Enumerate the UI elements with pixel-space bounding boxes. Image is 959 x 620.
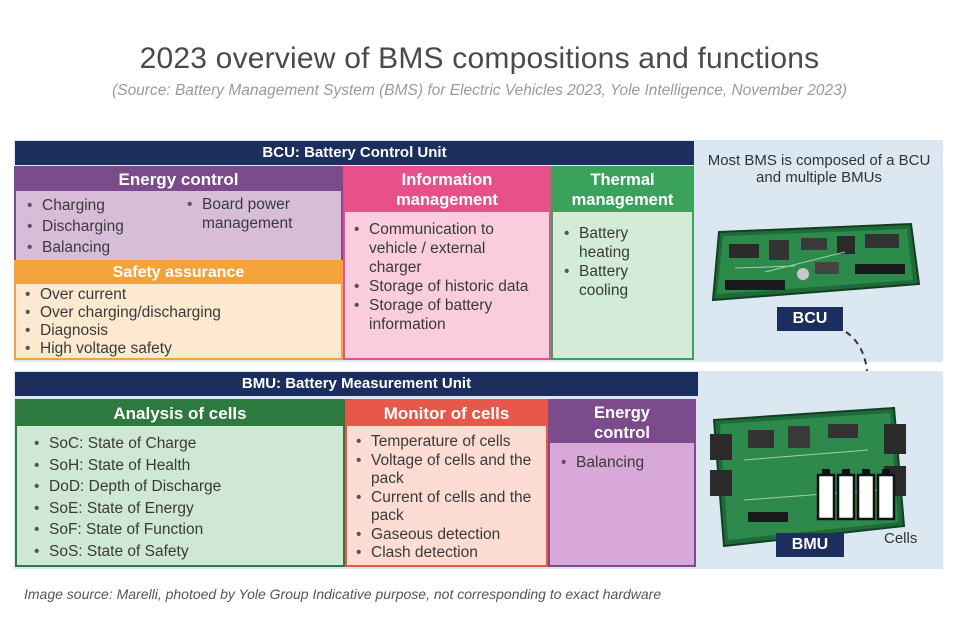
bmu-tag: BMU [776,533,844,557]
list-item: Over charging/discharging [22,304,335,322]
list-item: SoH: State of Health [31,455,337,477]
image-source-footer: Image source: Marelli, photoed by Yole G… [24,586,662,602]
bcu-thermal-management-list: Battery heating Battery cooling [553,212,663,300]
list-item: High voltage safety [22,340,335,358]
bcu-energy-control-title: Energy control [16,168,341,191]
list-item: Clash detection [353,544,542,563]
list-item: Discharging [24,216,184,237]
bcu-safety-assurance-box: Safety assurance Over current Over charg… [14,260,343,360]
list-item: Gaseous detection [353,526,542,545]
battery-cells-icon [816,469,896,521]
bmu-analysis-of-cells-box: Analysis of cells SoC: State of Charge S… [15,399,345,567]
list-item: Current of cells and the pack [353,489,542,526]
list-item: Storage of historic data [351,277,541,296]
bmu-energy-control-list: Balancing [550,443,694,472]
bcu-safety-assurance-title: Safety assurance [16,262,341,284]
bcu-energy-control-list-left: Charging Discharging Balancing [24,195,184,258]
bcu-information-management-box: Information management Communication to … [343,166,551,360]
list-item: DoD: Depth of Discharge [31,476,337,498]
bcu-energy-control-box: Energy control Charging Discharging Bala… [14,166,343,262]
bmu-analysis-of-cells-title: Analysis of cells [17,401,343,426]
bcu-thermal-management-box: Thermal management Battery heating Batte… [551,166,694,360]
list-item: Communication to vehicle / external char… [351,220,541,277]
page-title: 2023 overview of BMS compositions and fu… [139,42,820,75]
bcu-thermal-management-title: Thermal management [553,168,692,212]
page-subtitle: (Source: Battery Management System (BMS)… [112,82,847,99]
list-item: SoC: State of Charge [31,433,337,455]
list-item: Battery cooling [561,262,659,300]
bcu-energy-control-list-right: Board power management [184,195,324,258]
bmu-analysis-of-cells-list: SoC: State of Charge SoH: State of Healt… [17,426,343,562]
bcu-board-image [711,222,921,302]
cells-label: Cells [884,530,918,547]
list-item: Diagnosis [22,322,335,340]
bmu-energy-control-box: Energy control Balancing [548,399,696,567]
bcu-bar: BCU: Battery Control Unit [15,141,694,165]
bcu-information-management-title: Information management [345,168,549,212]
bmu-monitor-of-cells-box: Monitor of cells Temperature of cells Vo… [345,399,548,567]
list-item: SoS: State of Safety [31,541,337,563]
list-item: Over current [22,286,335,304]
bcu-tag: BCU [777,307,843,331]
list-item: Balancing [558,453,690,472]
bmu-energy-control-title: Energy control [550,401,694,443]
list-item: Balancing [24,237,184,258]
bcu-safety-assurance-list: Over current Over charging/discharging D… [16,284,341,358]
list-item: Battery heating [561,224,659,262]
list-item: Charging [24,195,184,216]
list-item: Temperature of cells [353,433,542,452]
bcu-composition-note: Most BMS is composed of a BCU and multip… [707,152,931,186]
list-item: Voltage of cells and the pack [353,452,542,489]
bmu-bar: BMU: Battery Measurement Unit [15,372,698,396]
list-item: SoE: State of Energy [31,498,337,520]
bcu-information-management-list: Communication to vehicle / external char… [345,212,549,334]
list-item: Board power management [184,195,324,233]
bmu-monitor-of-cells-title: Monitor of cells [347,401,546,426]
list-item: Storage of battery information [351,296,541,334]
bmu-monitor-of-cells-list: Temperature of cells Voltage of cells an… [347,426,546,563]
bmu-board-image [710,406,906,548]
list-item: SoF: State of Function [31,519,337,541]
